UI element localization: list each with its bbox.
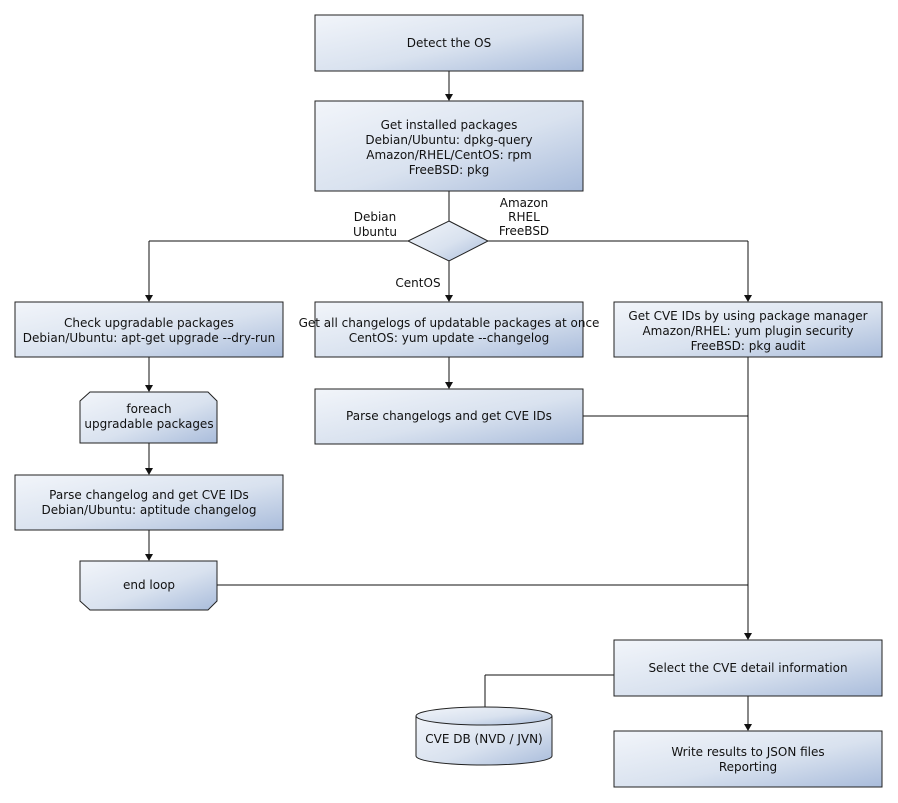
parse-changelog-box: Parse changelog and get CVE IDs Debian/U… (14, 474, 284, 531)
get-changelogs-box: Get all changelogs of updatable packages… (299, 301, 600, 358)
cve-db-text: CVE DB (NVD / JVN) (425, 732, 542, 746)
cveids-line-1: Get CVE IDs by using package manager (628, 309, 867, 323)
check-line-2: Debian/Ubuntu: apt-get upgrade --dry-run (23, 331, 275, 345)
installed-line-2: Debian/Ubuntu: dpkg-query (365, 133, 532, 147)
check-line-1: Check upgradable packages (64, 316, 234, 330)
cve-ids-package-manager-box: Get CVE IDs by using package manager Ama… (613, 301, 883, 358)
detect-os-box: Detect the OS (314, 14, 584, 72)
branch-label-debian-1: Debian (354, 210, 397, 224)
branch-label-rhel: RHEL (508, 210, 540, 224)
branch-label-freebsd: FreeBSD (499, 224, 549, 238)
installed-line-3: Amazon/RHEL/CentOS: rpm (366, 148, 531, 162)
os-decision-diamond (406, 220, 490, 262)
write-results-box: Write results to JSON files Reporting (613, 730, 883, 788)
connectors (145, 71, 752, 731)
foreach-line-1: foreach (126, 402, 171, 416)
parse-one-line-2: Debian/Ubuntu: aptitude changelog (42, 503, 257, 517)
parse-one-line-1: Parse changelog and get CVE IDs (49, 488, 249, 502)
foreach-line-2: upgradable packages (84, 417, 213, 431)
write-line-2: Reporting (719, 760, 777, 774)
cveids-line-3: FreeBSD: pkg audit (691, 339, 806, 353)
check-upgradable-box: Check upgradable packages Debian/Ubuntu:… (14, 301, 284, 358)
end-loop-box: end loop (79, 560, 218, 611)
select-text: Select the CVE detail information (648, 661, 847, 675)
parse-all-text: Parse changelogs and get CVE IDs (346, 409, 552, 423)
cve-db-cylinder: CVE DB (NVD / JVN) (415, 706, 553, 766)
foreach-loop-box: foreach upgradable packages (79, 391, 218, 444)
changelogs-line-2: CentOS: yum update --changelog (349, 331, 549, 345)
branch-label-debian-2: Ubuntu (353, 225, 397, 239)
branch-label-centos: CentOS (395, 276, 440, 290)
branch-label-amazon: Amazon (500, 196, 549, 210)
installed-line-1: Get installed packages (381, 118, 518, 132)
cveids-line-2: Amazon/RHEL: yum plugin security (642, 324, 853, 338)
select-cve-detail-box: Select the CVE detail information (613, 639, 883, 697)
parse-changelogs-box: Parse changelogs and get CVE IDs (314, 388, 584, 445)
changelogs-line-1: Get all changelogs of updatable packages… (299, 316, 600, 330)
write-line-1: Write results to JSON files (671, 745, 824, 759)
installed-packages-box: Get installed packages Debian/Ubuntu: dp… (314, 100, 584, 192)
installed-line-4: FreeBSD: pkg (409, 163, 489, 177)
detect-os-text: Detect the OS (407, 36, 491, 50)
end-loop-text: end loop (123, 578, 175, 592)
